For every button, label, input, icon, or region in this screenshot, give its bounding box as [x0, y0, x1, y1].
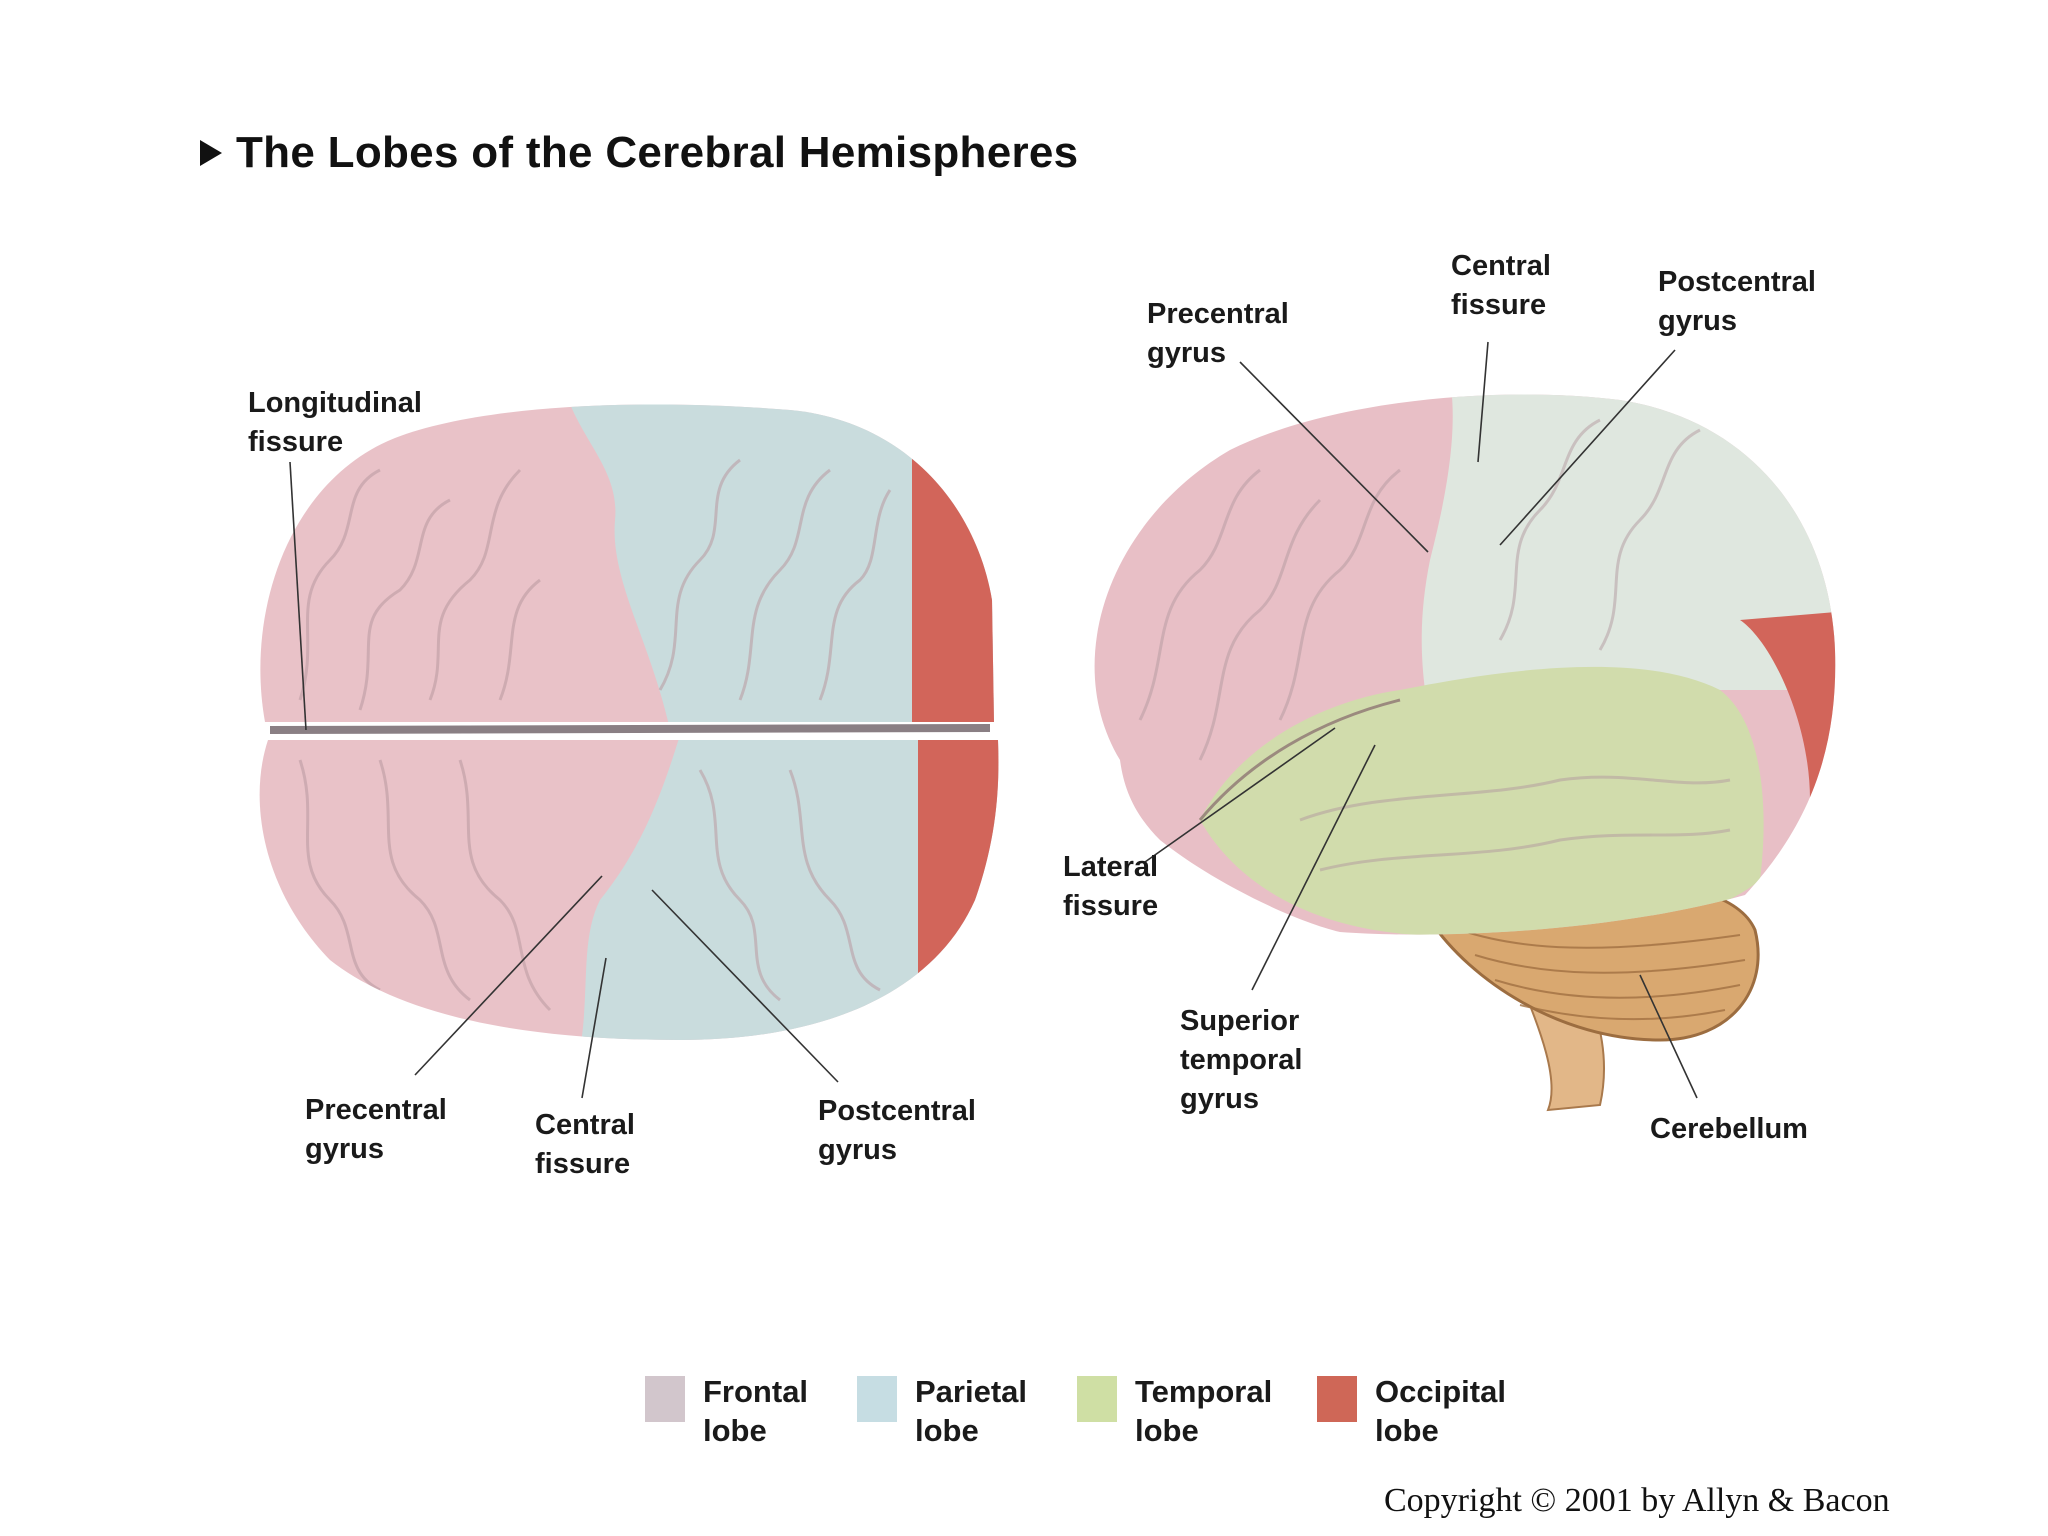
occipital-lobe-region — [912, 404, 995, 722]
side-view-cortex — [1094, 394, 1836, 935]
top-view-upper-hemisphere — [260, 404, 995, 722]
copyright-notice: Copyright © 2001 by Allyn & Bacon — [1384, 1482, 1890, 1519]
label-cerebellum: Cerebellum — [1650, 1113, 1808, 1145]
legend-swatch-occipital — [1317, 1376, 1357, 1422]
title-row: The Lobes of the Cerebral Hemispheres — [200, 128, 1078, 178]
page-title: The Lobes of the Cerebral Hemispheres — [236, 128, 1079, 177]
temporal-lobe-region — [1200, 666, 1764, 935]
gyri-texture — [298, 458, 892, 711]
gyri-texture — [1138, 418, 1731, 872]
side-view-leader-lines — [1144, 341, 1698, 1099]
legend-swatch-temporal — [1077, 1376, 1117, 1422]
legend-swatch-parietal — [857, 1376, 897, 1422]
play-arrow-icon — [200, 140, 222, 166]
longitudinal-fissure-line — [269, 724, 991, 734]
top-view-lower-hemisphere — [259, 740, 999, 1040]
occipital-lobe-region — [918, 740, 999, 1040]
legend-swatch-frontal — [645, 1376, 685, 1422]
top-view-leader-lines — [289, 461, 839, 1099]
gyri-texture — [298, 759, 881, 1012]
lateral-fissure-line — [1198, 698, 1401, 821]
